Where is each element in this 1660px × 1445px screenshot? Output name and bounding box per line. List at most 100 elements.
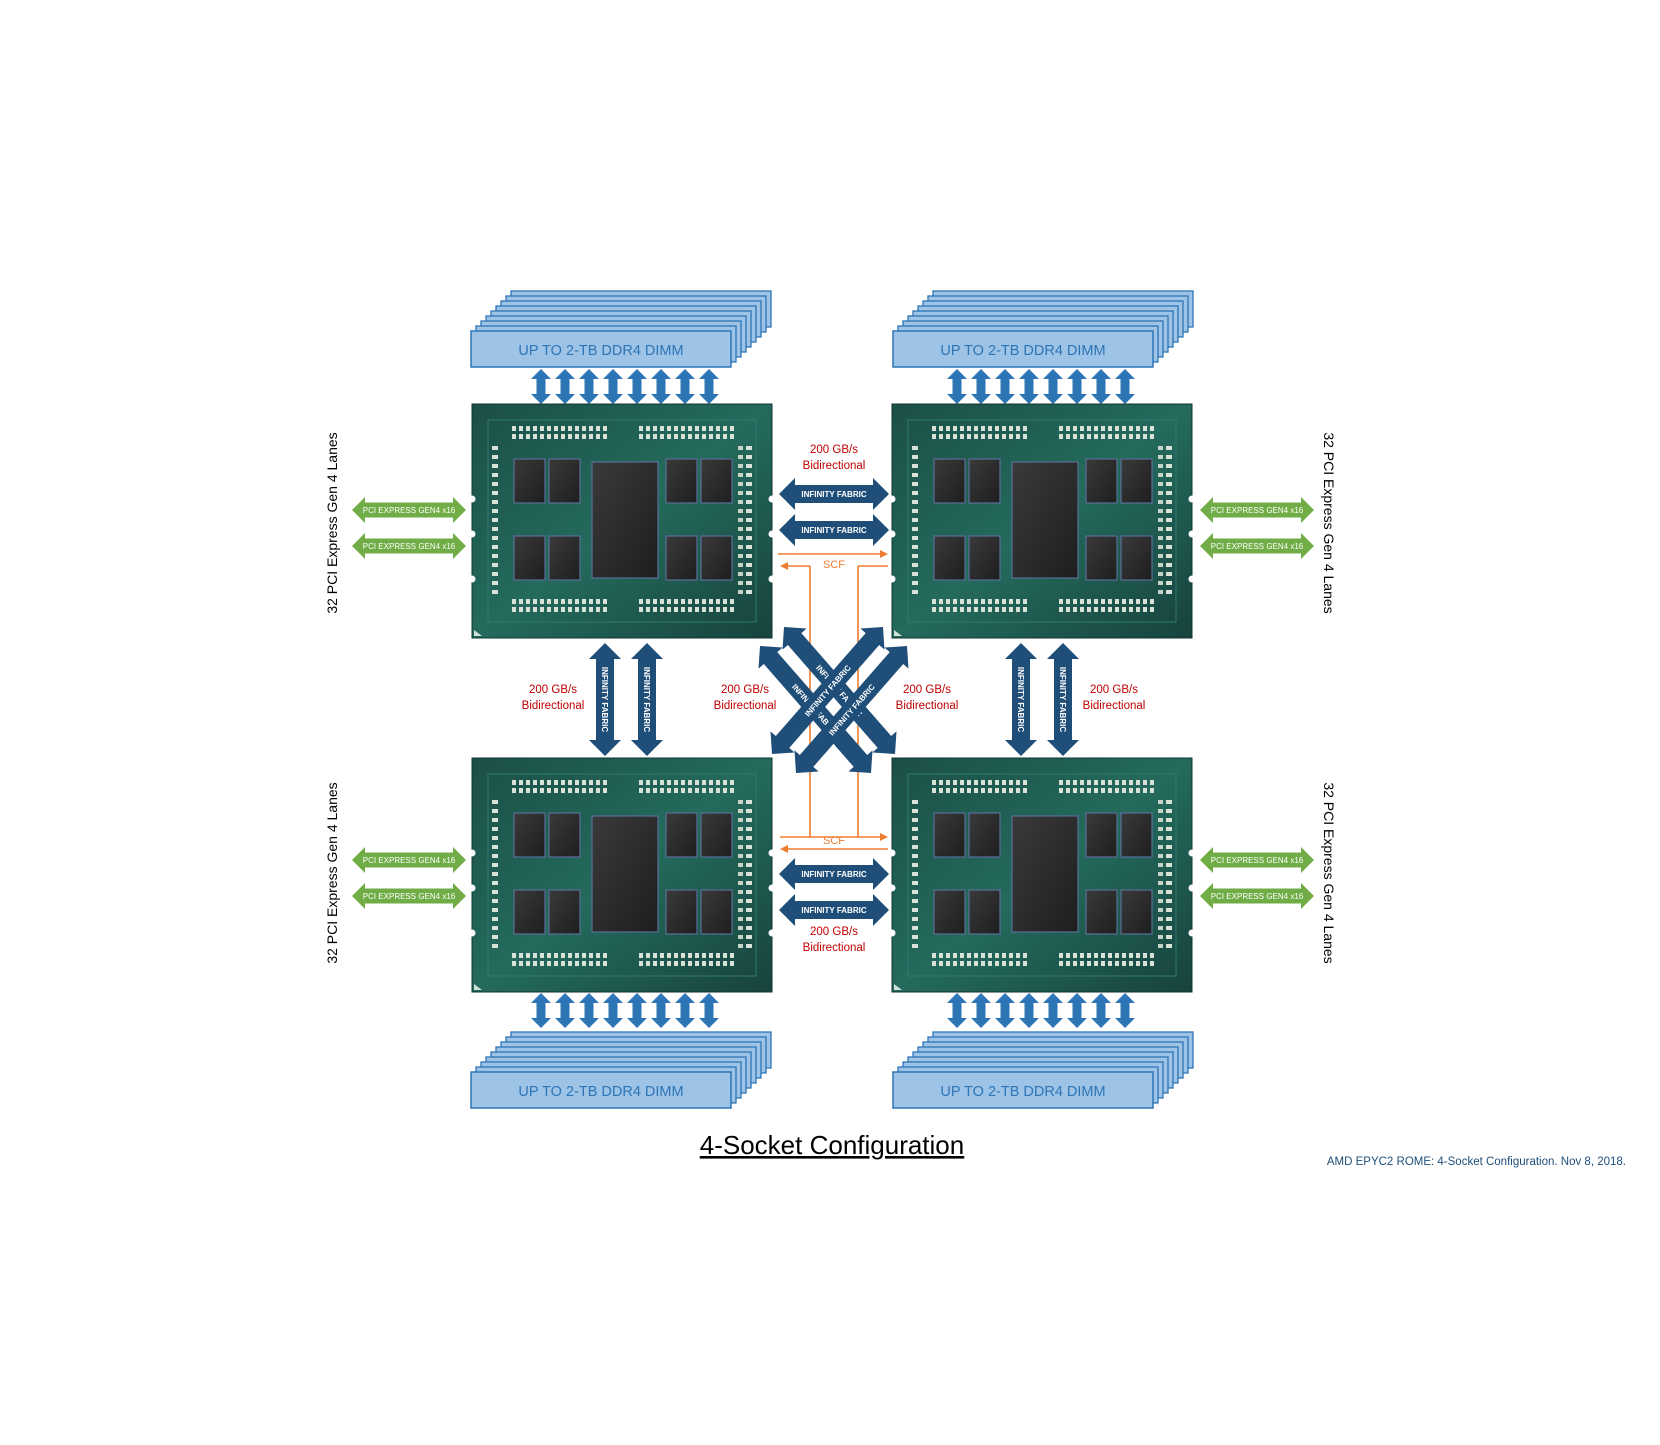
contact-pad — [1166, 818, 1172, 822]
contact-pad — [653, 780, 657, 785]
contact-pad — [1166, 881, 1172, 885]
contact-pad — [1094, 788, 1098, 793]
contact-pad — [746, 881, 752, 885]
contact-pad — [912, 509, 918, 513]
contact-pad — [667, 434, 671, 439]
contact-pad — [1158, 899, 1163, 903]
contact-pad — [646, 426, 650, 431]
contact-pad — [738, 944, 743, 948]
contact-pad — [1066, 961, 1070, 966]
ccd-die — [513, 458, 546, 504]
memory-channel-arrow — [555, 993, 575, 1028]
contact-pad — [709, 599, 713, 604]
pcie-arrow — [1200, 497, 1314, 523]
socket-top-right — [888, 403, 1196, 639]
contact-pad — [1101, 953, 1105, 958]
pcie-label: PCI EXPRESS GEN4 x16 — [1211, 542, 1304, 551]
contact-pad — [554, 788, 558, 793]
contact-pad — [603, 434, 607, 439]
contact-pad — [939, 426, 943, 431]
contact-pad — [660, 961, 664, 966]
contact-pad — [1158, 554, 1163, 558]
contact-pad — [746, 827, 752, 831]
contact-pad — [953, 607, 957, 612]
contact-pad — [1002, 426, 1006, 431]
dimm-label: UP TO 2-TB DDR4 DIMM — [940, 1084, 1105, 1100]
bandwidth-direction: Bidirectional — [803, 460, 866, 472]
ccd-die — [968, 812, 1001, 858]
bandwidth-direction: Bidirectional — [803, 942, 866, 954]
contact-pad — [1059, 434, 1063, 439]
contact-pad — [1023, 788, 1027, 793]
contact-pad — [639, 607, 643, 612]
contact-pad — [746, 473, 752, 477]
contact-pad — [1158, 464, 1163, 468]
dimm-module-front — [470, 330, 732, 368]
pin1-marker — [474, 630, 482, 636]
contact-pad — [674, 426, 678, 431]
contact-pad — [596, 607, 600, 612]
contact-pad — [1158, 908, 1163, 912]
contact-pad — [688, 961, 692, 966]
contact-pad — [1094, 780, 1098, 785]
contact-pad — [1158, 809, 1163, 813]
fabric-arrow-right-2: INFINITY FABRIC — [1047, 643, 1079, 756]
contact-pad — [974, 426, 978, 431]
contact-pad — [1087, 607, 1091, 612]
package-notch — [468, 849, 476, 857]
contact-pad — [1122, 953, 1126, 958]
contact-pad — [1108, 607, 1112, 612]
contact-pad — [1101, 607, 1105, 612]
contact-pad — [1166, 944, 1172, 948]
contact-pad — [1166, 899, 1172, 903]
contact-pad — [1166, 935, 1172, 939]
contact-pad — [1150, 788, 1154, 793]
contact-pad — [1166, 872, 1172, 876]
contact-pad — [960, 607, 964, 612]
contact-pad — [738, 482, 743, 486]
contact-pad — [492, 563, 498, 567]
contact-pad — [681, 599, 685, 604]
contact-pad — [946, 961, 950, 966]
contact-pad — [492, 527, 498, 531]
contact-pad — [540, 426, 544, 431]
contact-pad — [1059, 788, 1063, 793]
ccd-die — [1120, 889, 1153, 935]
contact-pad — [716, 780, 720, 785]
contact-pad — [660, 953, 664, 958]
pcie-label: PCI EXPRESS GEN4 x16 — [363, 856, 456, 865]
contact-pad — [1136, 788, 1140, 793]
contact-pad — [953, 599, 957, 604]
contact-pad — [1158, 563, 1163, 567]
contact-pad — [953, 788, 957, 793]
contact-pad — [568, 788, 572, 793]
contact-pad — [492, 491, 498, 495]
contact-pad — [1101, 426, 1105, 431]
contact-pad — [730, 426, 734, 431]
bandwidth-direction: Bidirectional — [522, 700, 585, 712]
contact-pad — [932, 788, 936, 793]
contact-pad — [519, 607, 523, 612]
package-notch — [768, 849, 776, 857]
contact-pad — [1016, 953, 1020, 958]
contact-pad — [1016, 599, 1020, 604]
contact-pad — [582, 780, 586, 785]
contact-pad — [738, 935, 743, 939]
contact-pad — [746, 527, 752, 531]
contact-pad — [492, 917, 498, 921]
contact-pad — [723, 780, 727, 785]
contact-pad — [1129, 780, 1133, 785]
contact-pad — [596, 961, 600, 966]
contact-pad — [709, 953, 713, 958]
memory-channel-arrow — [1091, 993, 1111, 1028]
contact-pad — [1158, 509, 1163, 513]
contact-pad — [1158, 917, 1163, 921]
contact-pad — [526, 607, 530, 612]
contact-pad — [702, 953, 706, 958]
contact-pad — [1073, 788, 1077, 793]
ccd-die — [513, 889, 546, 935]
pcie-arrow-br-2: PCI EXPRESS GEN4 x16 — [1200, 883, 1314, 909]
contact-pad — [960, 426, 964, 431]
contact-pad — [1166, 500, 1172, 504]
contact-pad — [1136, 961, 1140, 966]
